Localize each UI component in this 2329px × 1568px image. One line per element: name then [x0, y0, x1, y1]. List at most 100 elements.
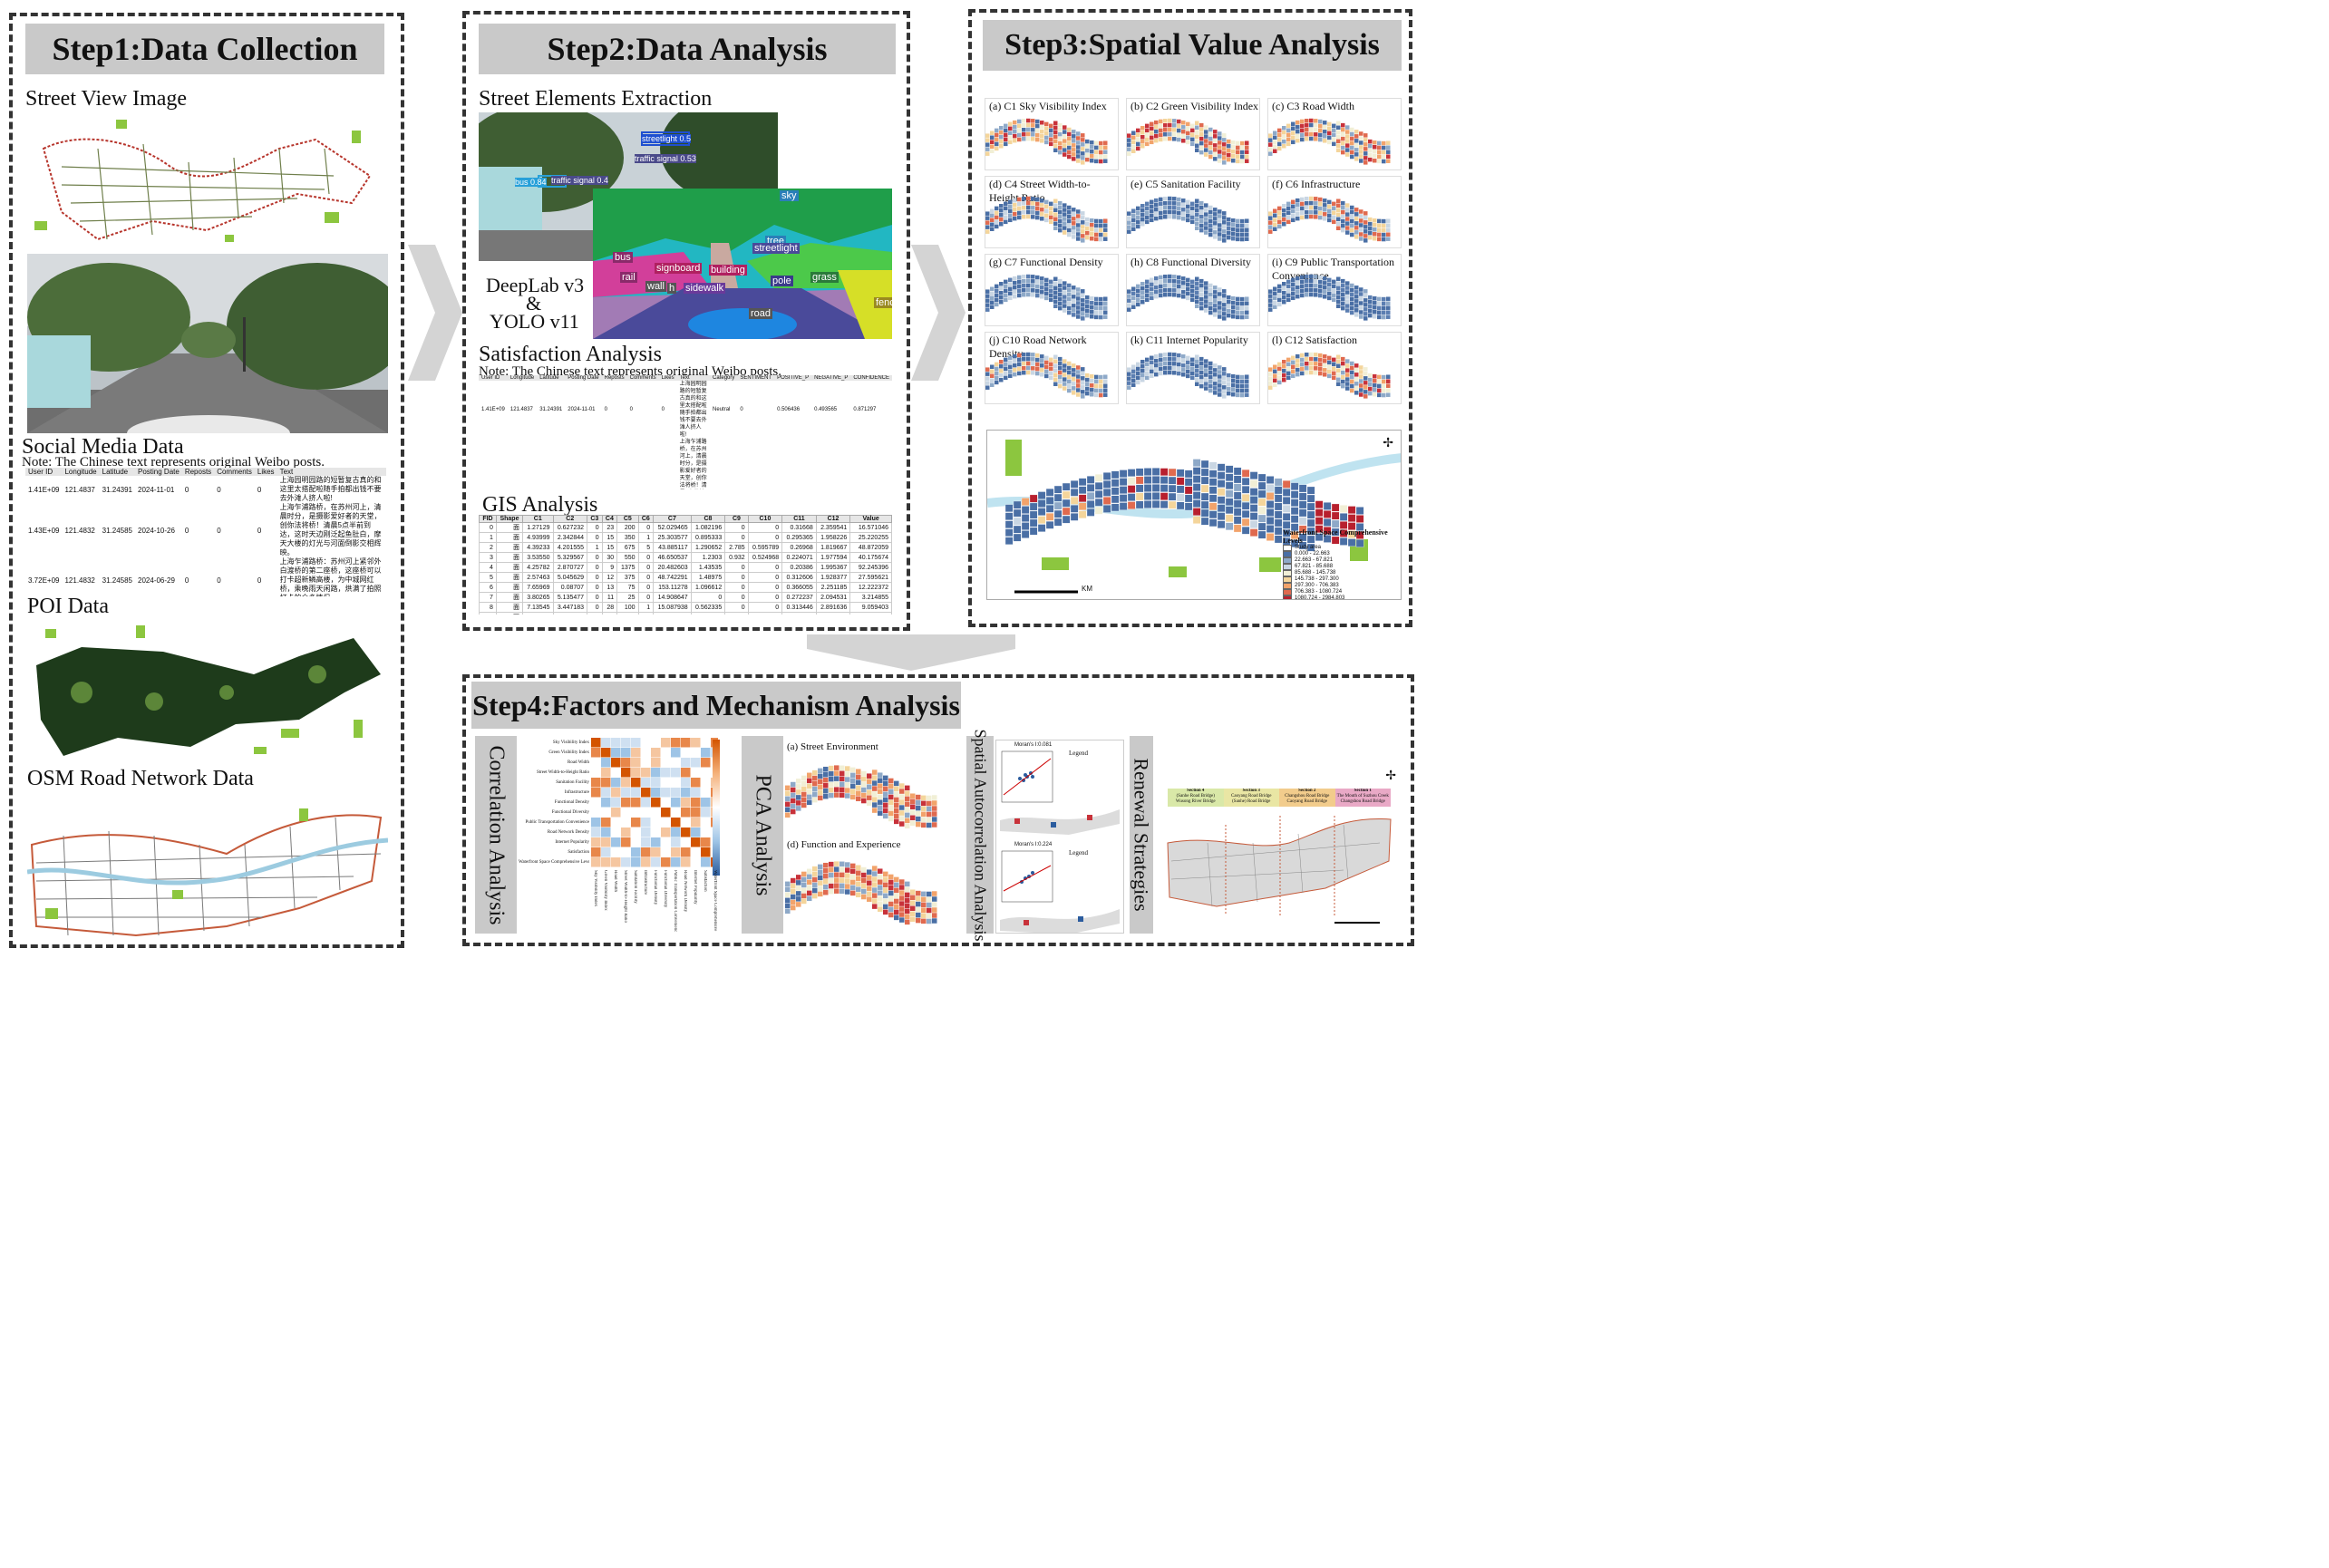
- map-grid-cell: [1058, 214, 1063, 219]
- map-grid-cell: [1195, 299, 1199, 305]
- map-grid-cell: [1022, 370, 1026, 375]
- sat-cell: 0: [659, 439, 677, 489]
- map-grid-cell: [1327, 204, 1332, 209]
- map-grid-cell: [1323, 276, 1327, 281]
- map-grid-cell: [1222, 367, 1227, 372]
- map-grid-cell: [1359, 287, 1363, 292]
- map-grid-cell: [916, 890, 921, 896]
- map-grid-cell: [1031, 123, 1035, 128]
- map-grid-cell: [1222, 307, 1227, 312]
- sat-header-cell: NEGATIVE_P: [814, 375, 849, 381]
- corr-cell: [661, 738, 671, 748]
- map-grid-cell: [1067, 214, 1072, 219]
- map-grid-cell: [1021, 506, 1030, 514]
- map-grid-cell: [1094, 237, 1099, 242]
- map-grid-cell: [921, 907, 927, 914]
- map-grid-cell: [829, 888, 834, 895]
- social-cell: 0: [217, 526, 221, 535]
- map-grid-cell: [1347, 514, 1356, 522]
- map-grid-cell: [1040, 295, 1044, 299]
- map-grid-cell: [999, 363, 1004, 369]
- map-grid-cell: [1208, 486, 1218, 495]
- corr-cell: [661, 828, 671, 837]
- map-grid-cell: [1386, 227, 1391, 232]
- map-grid-cell: [823, 889, 829, 895]
- map-grid-cell: [1037, 499, 1046, 508]
- map-grid-cell: [1240, 301, 1245, 306]
- map-grid-cell: [1081, 376, 1085, 381]
- map-grid-cell: [1225, 489, 1234, 498]
- map-grid-cell: [1309, 118, 1314, 123]
- map-grid-cell: [1291, 199, 1296, 205]
- map-grid-cell: [1159, 119, 1163, 124]
- map-grid-cell: [1049, 284, 1053, 289]
- map-grid-cell: [1195, 226, 1199, 231]
- map-grid-cell: [985, 381, 990, 385]
- map-grid-cell: [905, 908, 910, 915]
- map-grid-cell: [812, 775, 818, 781]
- map-grid-cell: [1008, 135, 1013, 140]
- map-grid-cell: [1140, 295, 1145, 300]
- map-grid-cell: [1154, 280, 1159, 286]
- map-grid-cell: [1131, 149, 1136, 153]
- map-grid-cell: [1213, 391, 1218, 395]
- map-grid-cell: [1127, 303, 1131, 307]
- map-grid-cell: [1008, 360, 1013, 365]
- map-grid-cell: [1143, 468, 1152, 476]
- map-grid-cell: [1218, 292, 1222, 296]
- map-grid-cell: [834, 792, 839, 798]
- map-grid-cell: [1208, 374, 1213, 380]
- map-grid-cell: [1103, 383, 1108, 388]
- map-grid-cell: [1273, 295, 1277, 300]
- map-grid-cell: [1318, 201, 1323, 207]
- map-grid-cell: [1382, 379, 1386, 384]
- sat-cell: 0.00226754: [811, 439, 850, 489]
- map-grid-cell: [791, 883, 796, 889]
- map-grid-cell: [1268, 133, 1273, 138]
- corr-cell: [621, 788, 631, 798]
- map-grid-cell: [1145, 141, 1150, 147]
- map-grid-cell: [1195, 148, 1199, 153]
- map-grid-cell: [1213, 143, 1218, 148]
- map-grid-cell: [1291, 295, 1296, 301]
- map-grid-cell: [1208, 301, 1213, 306]
- gis-cell: 12.222372: [849, 582, 892, 593]
- gis-cell: 14.908647: [653, 592, 692, 603]
- gis-cell: 面: [495, 522, 524, 533]
- legend-swatch: [1283, 545, 1292, 551]
- gis-cell: 16.571046: [849, 522, 892, 533]
- map-grid-cell: [1350, 131, 1354, 137]
- map-grid-cell: [985, 138, 990, 142]
- corr-col-label: Waterfront Space Comprehensive Levels: [713, 870, 717, 932]
- map-grid-cell: [823, 873, 829, 879]
- map-grid-cell: [916, 794, 921, 800]
- map-grid-cell: [829, 883, 834, 889]
- map-grid-cell: [1192, 467, 1201, 475]
- map-grid-cell: [1386, 159, 1391, 163]
- map-grid-cell: [1177, 366, 1181, 372]
- map-grid-cell: [1081, 147, 1085, 151]
- map-grid-cell: [932, 918, 937, 924]
- map-grid-cell: [1172, 353, 1177, 357]
- map-grid-cell: [1017, 284, 1022, 289]
- map-grid-cell: [1350, 205, 1354, 210]
- map-grid-cell: [1290, 531, 1299, 539]
- pca-vertical-label: PCA Analysis: [742, 736, 783, 934]
- map-grid-cell: [1350, 209, 1354, 215]
- map-grid-cell: [1035, 353, 1040, 358]
- map-grid-cell: [1327, 140, 1332, 145]
- map-grid-cell: [1163, 352, 1168, 357]
- map-grid-cell: [1099, 392, 1103, 398]
- map-grid-cell: [1163, 361, 1168, 366]
- map-grid-cell: [1081, 142, 1085, 147]
- map-grid-cell: [1150, 213, 1154, 218]
- map-grid-cell: [812, 797, 818, 803]
- map-grid-cell: [985, 298, 990, 303]
- map-grid-cell: [1327, 131, 1332, 136]
- map-grid-cell: [867, 886, 872, 891]
- map-grid-cell: [1026, 131, 1031, 137]
- gis-cell: 4.34590: [522, 612, 554, 615]
- gis-cell: 52.029465: [653, 522, 692, 533]
- map-grid-cell: [1286, 375, 1291, 381]
